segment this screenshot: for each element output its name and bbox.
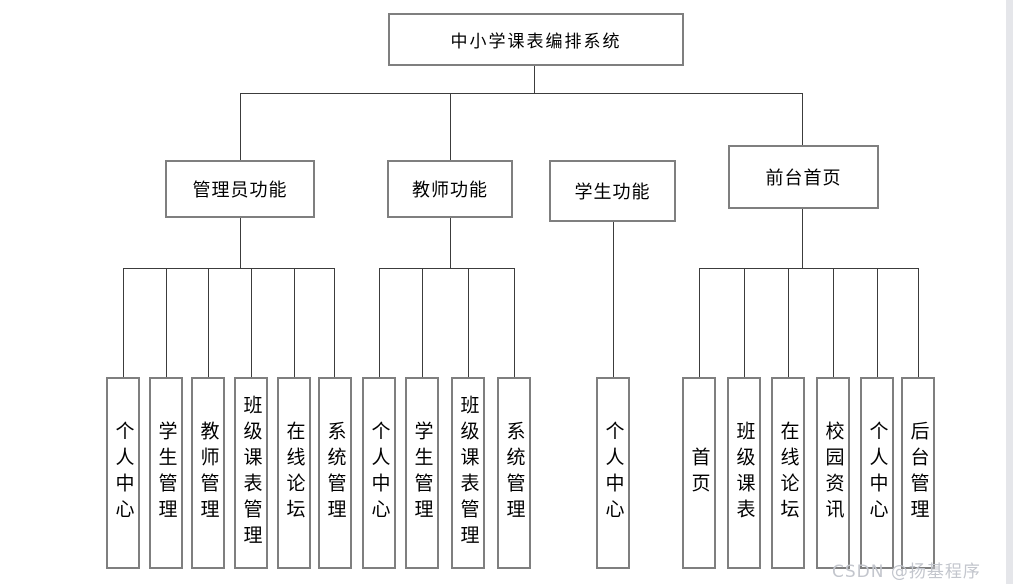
connector-drop-front bbox=[802, 93, 803, 146]
node-branch-admin: 管理员功能 bbox=[165, 160, 315, 218]
connector-front-drop-1 bbox=[699, 268, 700, 377]
leaf-front-backend-mgmt: 后台管理 bbox=[901, 377, 935, 569]
connector-front-drop-2 bbox=[744, 268, 745, 377]
node-branch-front: 前台首页 bbox=[728, 145, 879, 209]
connector-admin-drop-4 bbox=[251, 268, 252, 377]
node-branch-front-label: 前台首页 bbox=[765, 168, 842, 189]
connector-teacher-drop-3 bbox=[468, 268, 469, 377]
connector-root-stub bbox=[534, 66, 535, 94]
csdn-watermark: CSDN @扬基程序 bbox=[832, 562, 981, 582]
connector-front-drop-4 bbox=[833, 268, 834, 377]
leaf-label: 校园资讯 bbox=[822, 421, 845, 525]
leaf-label: 学生管理 bbox=[411, 421, 434, 525]
leaf-teacher-student-mgmt: 学生管理 bbox=[405, 377, 439, 569]
connector-admin-horizontal bbox=[123, 268, 335, 269]
leaf-admin-class-timetable-mgmt: 班级课表管理 bbox=[234, 377, 268, 569]
leaf-front-home: 首页 bbox=[682, 377, 716, 569]
connector-front-stub bbox=[802, 209, 803, 269]
leaf-front-class-timetable: 班级课表 bbox=[727, 377, 761, 569]
connector-admin-drop-1 bbox=[123, 268, 124, 377]
connector-admin-drop-2 bbox=[166, 268, 167, 377]
connector-drop-admin bbox=[240, 93, 241, 160]
leaf-label: 个人中心 bbox=[602, 421, 625, 525]
leaf-admin-student-mgmt: 学生管理 bbox=[149, 377, 183, 569]
leaf-label: 班级课表管理 bbox=[457, 395, 480, 551]
connector-teacher-drop-2 bbox=[422, 268, 423, 377]
node-branch-student-label: 学生功能 bbox=[574, 182, 651, 203]
leaf-front-campus-news: 校园资讯 bbox=[816, 377, 850, 569]
connector-front-drop-6 bbox=[918, 268, 919, 377]
leaf-student-personal-center: 个人中心 bbox=[596, 377, 630, 569]
leaf-label: 首页 bbox=[688, 447, 711, 499]
leaf-label: 个人中心 bbox=[368, 421, 391, 525]
node-branch-teacher: 教师功能 bbox=[387, 160, 513, 218]
leaf-label: 教师管理 bbox=[197, 421, 220, 525]
node-branch-teacher-label: 教师功能 bbox=[412, 180, 488, 201]
node-branch-admin-label: 管理员功能 bbox=[192, 180, 288, 201]
connector-level1-horizontal bbox=[240, 93, 803, 94]
leaf-label: 系统管理 bbox=[503, 421, 526, 525]
leaf-teacher-class-timetable-mgmt: 班级课表管理 bbox=[451, 377, 485, 569]
leaf-label: 个人中心 bbox=[866, 421, 889, 525]
leaf-label: 在线论坛 bbox=[283, 421, 306, 525]
node-root-label: 中小学课表编排系统 bbox=[450, 32, 622, 52]
connector-admin-drop-5 bbox=[294, 268, 295, 377]
connector-front-drop-5 bbox=[877, 268, 878, 377]
connector-front-drop-3 bbox=[788, 268, 789, 377]
connector-teacher-drop-1 bbox=[379, 268, 380, 377]
leaf-teacher-system-mgmt: 系统管理 bbox=[497, 377, 531, 569]
connector-admin-stub bbox=[240, 218, 241, 269]
leaf-label: 个人中心 bbox=[112, 421, 135, 525]
leaf-admin-system-mgmt: 系统管理 bbox=[318, 377, 352, 569]
connector-admin-drop-6 bbox=[334, 268, 335, 377]
leaf-front-personal-center: 个人中心 bbox=[860, 377, 894, 569]
connector-front-horizontal bbox=[699, 268, 919, 269]
leaf-admin-personal-center: 个人中心 bbox=[106, 377, 140, 569]
connector-teacher-horizontal bbox=[379, 268, 515, 269]
connector-student-drop bbox=[613, 222, 614, 377]
leaf-teacher-personal-center: 个人中心 bbox=[362, 377, 396, 569]
leaf-label: 在线论坛 bbox=[777, 421, 800, 525]
leaf-label: 系统管理 bbox=[324, 421, 347, 525]
node-branch-student: 学生功能 bbox=[549, 160, 676, 222]
connector-drop-teacher bbox=[450, 93, 451, 160]
leaf-label: 班级课表管理 bbox=[240, 395, 263, 551]
leaf-label: 学生管理 bbox=[155, 421, 178, 525]
connector-admin-drop-3 bbox=[208, 268, 209, 377]
connector-teacher-drop-4 bbox=[514, 268, 515, 377]
leaf-label: 班级课表 bbox=[733, 421, 756, 525]
leaf-admin-online-forum: 在线论坛 bbox=[277, 377, 311, 569]
connector-teacher-stub bbox=[450, 218, 451, 269]
leaf-front-online-forum: 在线论坛 bbox=[771, 377, 805, 569]
leaf-label: 后台管理 bbox=[907, 421, 930, 525]
right-edge-strip bbox=[1006, 0, 1013, 584]
leaf-admin-teacher-mgmt: 教师管理 bbox=[191, 377, 225, 569]
node-root-system: 中小学课表编排系统 bbox=[388, 13, 684, 66]
